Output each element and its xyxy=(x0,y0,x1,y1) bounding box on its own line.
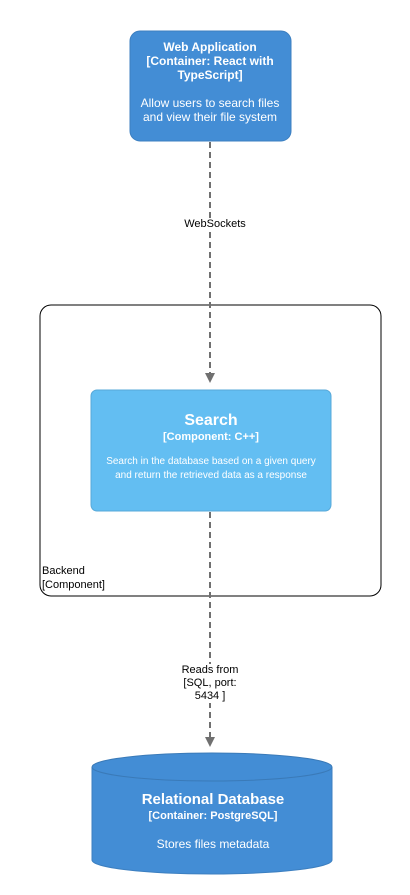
web-app-description-line2: and view their file system xyxy=(142,110,278,124)
websockets-label: WebSockets xyxy=(176,218,254,231)
database-technology: [Container: PostgreSQL] xyxy=(148,810,278,822)
search-description-line2: and return the retrieved data as a respo… xyxy=(115,470,307,481)
backend-boundary-label: Backend [Component] xyxy=(42,564,105,592)
search-text: Search [Component: C++] Search in the da… xyxy=(92,412,330,483)
search-title: Search xyxy=(184,412,238,429)
database-description: Stores files metadata xyxy=(156,837,270,851)
search-description-line1: Search in the database based on a given … xyxy=(106,456,316,467)
web-app-text: Web Application [Container: React with T… xyxy=(132,40,288,124)
web-app-node[interactable] xyxy=(129,30,292,142)
reads-from-label: Reads from [SQL, port: 5434 ] xyxy=(174,664,246,703)
reads-from-line1: Reads from xyxy=(181,664,239,676)
web-app-title: Web Application xyxy=(163,40,257,54)
search-component-node[interactable] xyxy=(90,389,332,512)
database-text: Relational Database [Container: PostgreS… xyxy=(95,791,331,851)
reads-from-line2: [SQL, port: xyxy=(183,677,237,689)
backend-boundary-type: [Component] xyxy=(42,579,105,591)
web-app-description-line1: Allow users to search files xyxy=(140,96,280,110)
web-app-technology-line1: [Container: React with xyxy=(146,54,274,68)
backend-boundary-name: Backend xyxy=(42,565,85,577)
search-technology: [Component: C++] xyxy=(163,431,259,443)
web-app-technology-line2: TypeScript] xyxy=(177,68,243,82)
reads-from-line3: 5434 ] xyxy=(194,690,226,702)
database-title: Relational Database xyxy=(141,791,285,808)
database-node[interactable] xyxy=(91,752,333,875)
